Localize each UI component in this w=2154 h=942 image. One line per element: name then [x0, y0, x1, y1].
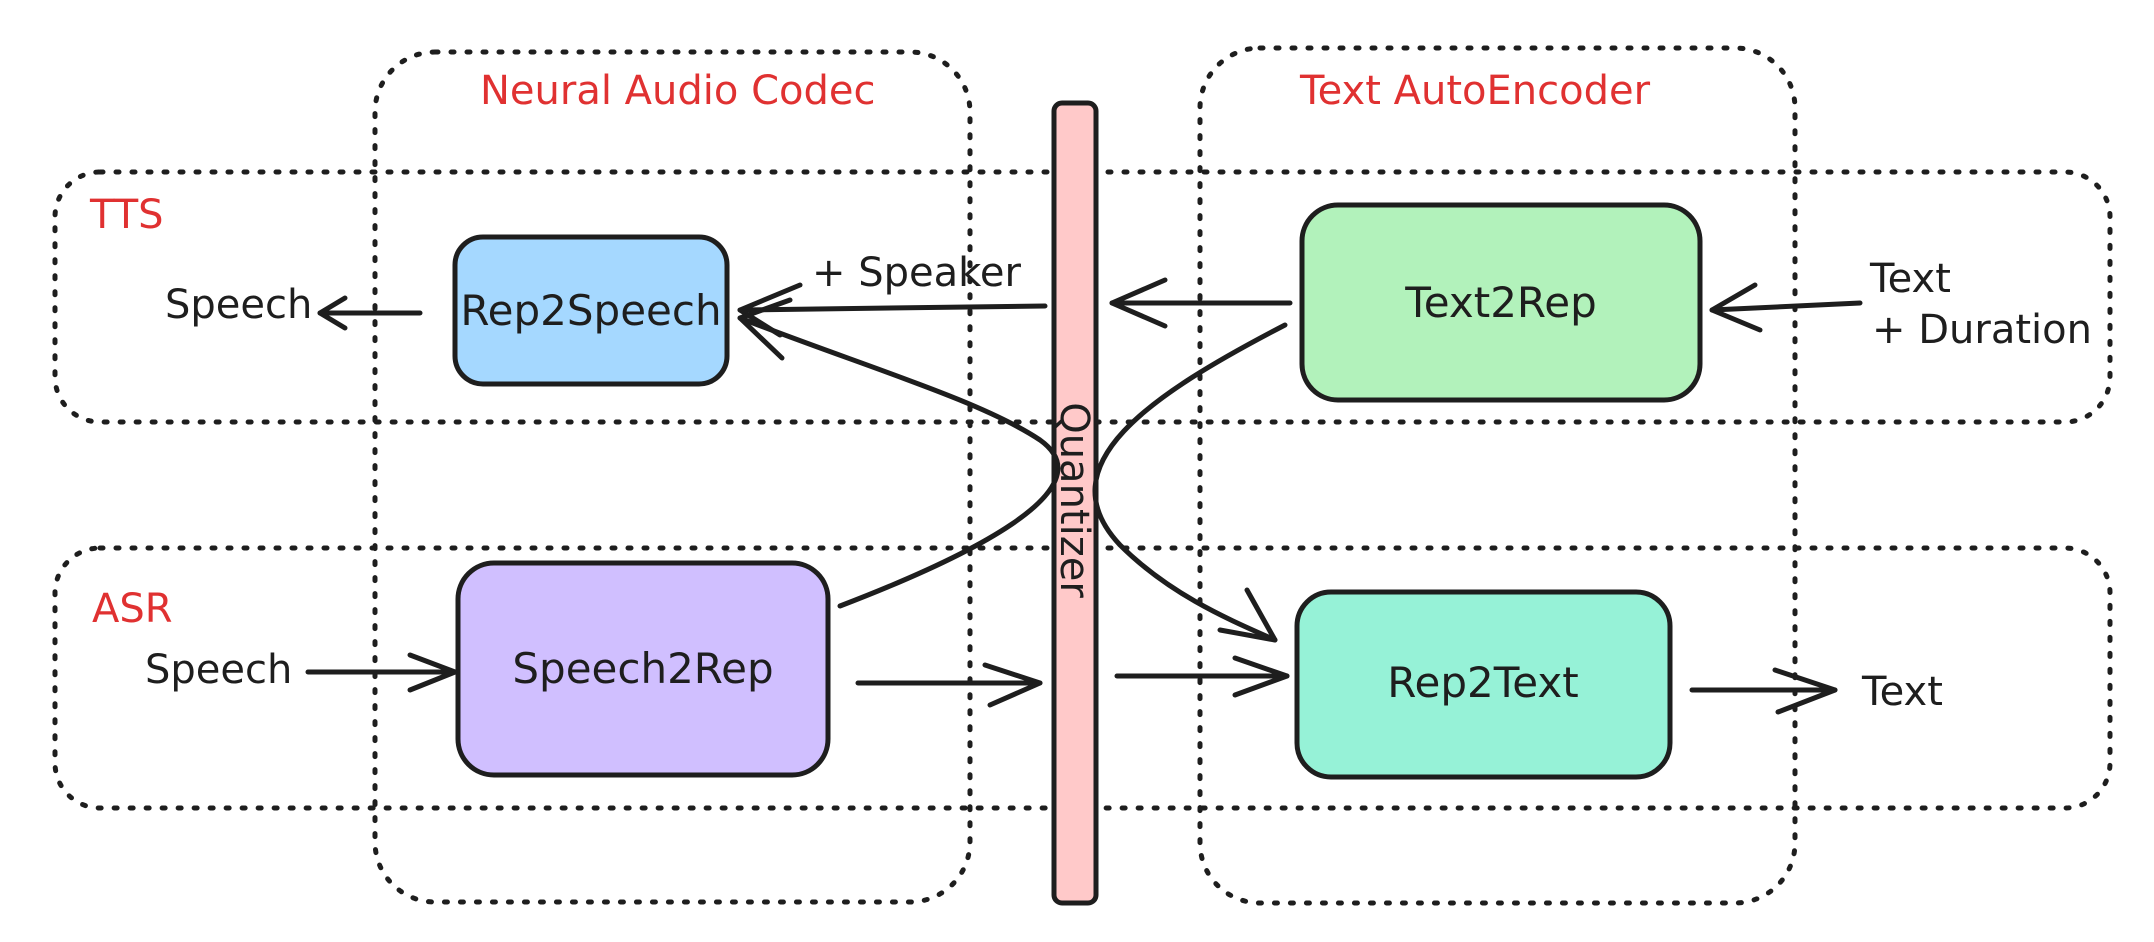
arrow-text2rep-to-quantizer: [1109, 277, 1293, 329]
neural-audio-codec-label: Neural Audio Codec: [480, 68, 875, 114]
text2rep-node: [1299, 202, 1703, 403]
asr-label: ASR: [92, 586, 173, 632]
arrow-text2rep-to-rep2text-cross: [1092, 322, 1288, 643]
text-autoencoder-group: [1197, 45, 1798, 906]
arrow-speech2rep-to-quantizer: [855, 662, 1043, 708]
speaker-label: + Speaker: [812, 250, 1021, 296]
rep2speech-label: Rep2Speech: [460, 286, 721, 335]
rep2text-label: Rep2Text: [1387, 658, 1578, 707]
text-autoencoder-label: Text AutoEncoder: [1299, 68, 1651, 114]
speech2rep-node: [455, 560, 831, 778]
arrow-rep2speech-to-speech: [317, 295, 423, 331]
text2rep-label: Text2Rep: [1404, 278, 1596, 327]
tts-label: TTS: [89, 192, 164, 238]
arrow-text-input-to-text2rep: [1709, 282, 1863, 333]
rep2text-node: [1294, 589, 1673, 780]
arrow-quantizer-to-rep2text: [1114, 655, 1290, 698]
neural-audio-codec-group: [372, 49, 973, 905]
arrow-speech2rep-to-rep2speech-cross: [737, 297, 1061, 609]
text-input-line1: Text: [1869, 256, 1951, 302]
asr-output-text: Text: [1861, 669, 1943, 715]
tts-output-speech: Speech: [165, 282, 312, 328]
speech2rep-label: Speech2Rep: [512, 644, 773, 693]
rep2speech-node: [452, 234, 730, 387]
quantizer-label: Quantizer: [1051, 402, 1097, 598]
arrow-rep2text-to-text: [1689, 667, 1838, 715]
asr-input-speech: Speech: [145, 647, 292, 693]
arrow-speech-to-speech2rep: [305, 652, 458, 693]
duration-input-line2: + Duration: [1872, 307, 2092, 353]
